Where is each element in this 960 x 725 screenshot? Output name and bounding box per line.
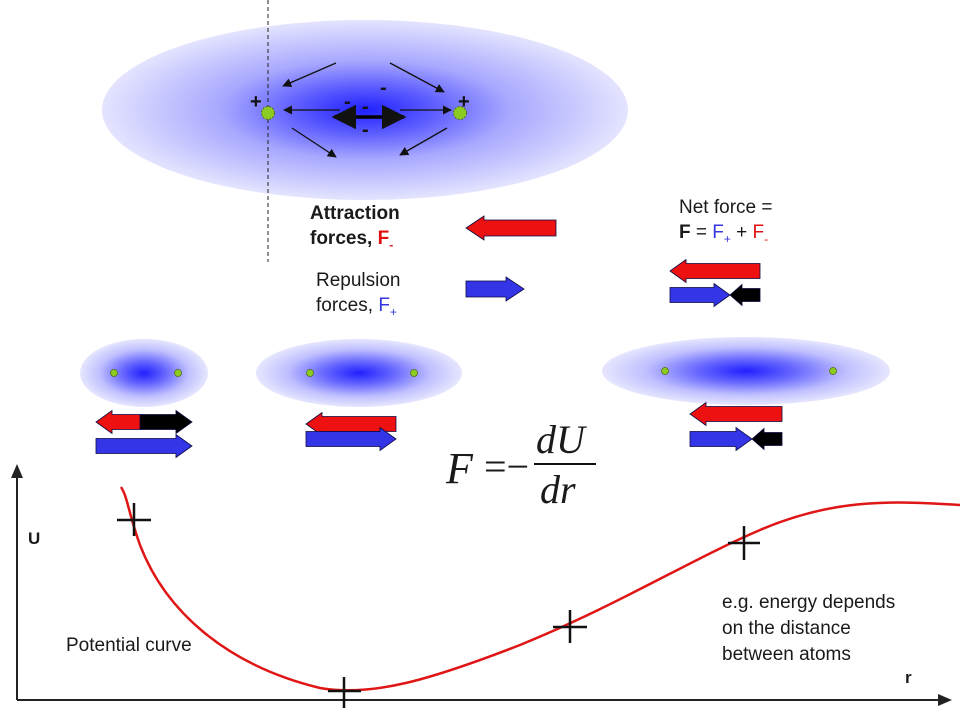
- repulsion-label: Repulsion forces, F+: [316, 268, 401, 320]
- formula-lhs: F: [446, 444, 473, 493]
- charge-plus-right: +: [458, 91, 470, 113]
- attraction-arrow: [465, 215, 557, 241]
- attraction-line1: Attraction: [310, 203, 400, 224]
- charge-minus: -: [362, 119, 369, 141]
- repulsion-line1: Repulsion: [316, 270, 401, 291]
- example-line2: on the distance: [722, 618, 851, 639]
- nucleus-right: [453, 106, 467, 120]
- axis-label-u: U: [28, 529, 41, 548]
- field-line: [389, 62, 445, 93]
- force-formula: F =− dU dr: [444, 417, 604, 512]
- field-line: [291, 127, 337, 158]
- marker-cross: [553, 610, 587, 643]
- fraction-bar: [534, 463, 596, 465]
- net-repulsion-arrow: [669, 282, 731, 308]
- small-nuclei: [110, 367, 837, 377]
- nucleus: [410, 369, 418, 377]
- axis-label-r: r: [905, 668, 912, 687]
- formula-equals: =−: [484, 444, 530, 489]
- field-lines: [282, 62, 452, 158]
- net-force-line2: F = F+ + F-: [679, 222, 769, 246]
- x-axis-arrowhead: [938, 694, 952, 706]
- repulsion-line2: forces, F+: [316, 295, 397, 319]
- formula-numerator: dU: [536, 417, 585, 462]
- stretched-repulsion-arrow: [689, 426, 753, 452]
- nucleus: [661, 367, 669, 375]
- charge-minus: -: [362, 96, 369, 118]
- field-line: [399, 127, 448, 156]
- nucleus-left: [261, 106, 275, 120]
- nucleus: [174, 369, 182, 377]
- potential-curve: [119, 486, 960, 692]
- charge-minus: -: [380, 77, 387, 99]
- equilibrium-repulsion-arrow: [305, 426, 397, 452]
- electron-cloud-compressed: [80, 339, 208, 407]
- example-line1: e.g. energy depends: [722, 592, 896, 613]
- net-attraction-arrow: [669, 258, 761, 284]
- formula-denominator: dr: [540, 467, 576, 512]
- repulsion-arrow: [465, 276, 525, 302]
- charge-plus-left: +: [250, 91, 262, 113]
- marker-cross: [117, 503, 151, 536]
- charge-minus: -: [344, 91, 351, 113]
- attraction-label: Attraction forces, F-: [310, 201, 400, 253]
- y-axis-arrowhead: [11, 464, 23, 478]
- charge-signs: + + - - - -: [250, 77, 470, 141]
- force-arrows: [95, 215, 783, 459]
- axes: [11, 464, 952, 706]
- marker-cross: [728, 526, 760, 560]
- electron-cloud-equilibrium: [256, 339, 462, 407]
- marker-cross: [328, 677, 361, 708]
- electron-cloud-stretched: [602, 337, 890, 405]
- potential-curve-label: Potential curve: [66, 635, 192, 656]
- nucleus: [110, 369, 118, 377]
- compressed-repulsion-arrow: [95, 433, 193, 459]
- net-force-line1: Net force =: [679, 197, 773, 218]
- compressed-net-arrow: [139, 409, 193, 435]
- example-line3: between atoms: [722, 644, 851, 665]
- example-note: e.g. energy depends on the distance betw…: [722, 590, 895, 668]
- attraction-line2: forces, F-: [310, 228, 394, 252]
- compressed-attraction-arrow: [95, 409, 141, 435]
- nucleus: [306, 369, 314, 377]
- field-line: [282, 62, 337, 87]
- stretched-net-arrow: [751, 427, 783, 451]
- stretched-attraction-arrow: [689, 401, 783, 427]
- net-force-label: Net force = F = F+ + F-: [679, 195, 772, 247]
- net-result-arrow: [729, 283, 761, 307]
- curve-markers: [117, 503, 760, 708]
- nucleus: [829, 367, 837, 375]
